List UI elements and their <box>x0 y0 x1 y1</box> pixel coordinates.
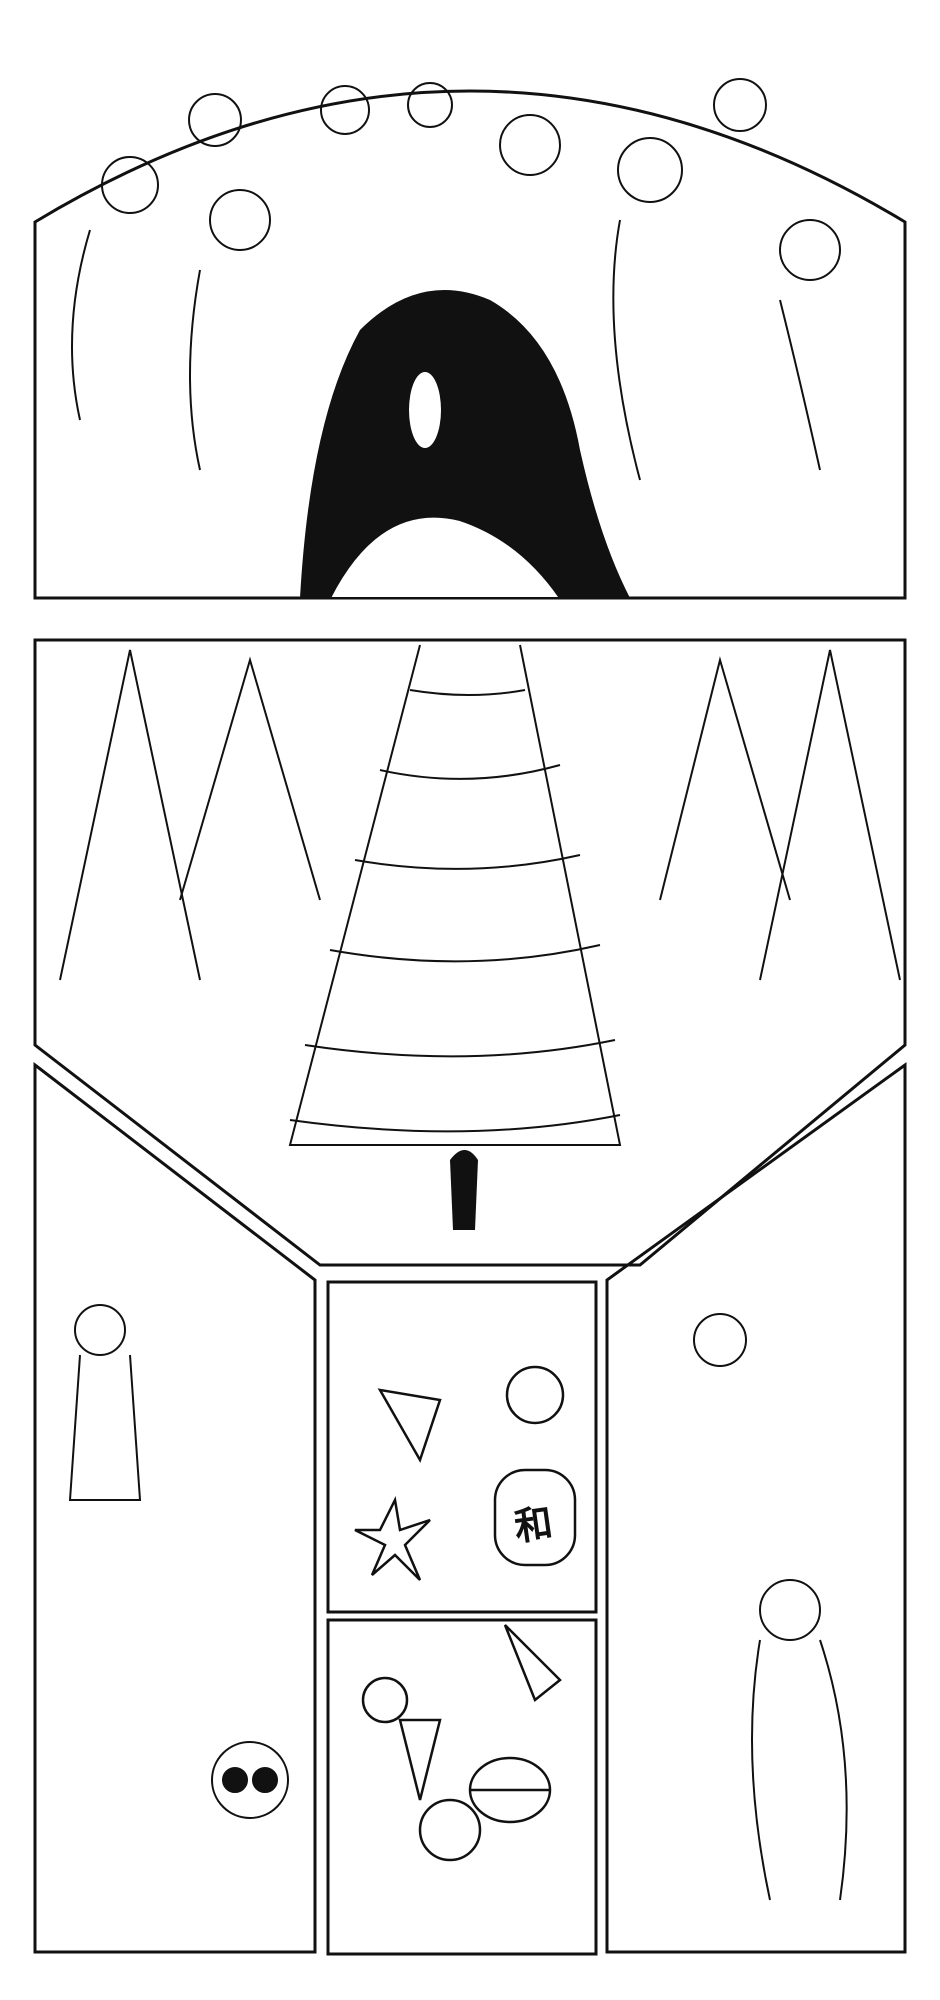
girl-hair-silhouette <box>300 290 630 598</box>
panel-1-border <box>33 89 907 600</box>
panel-3-border <box>33 1061 317 1954</box>
girl-small <box>450 1150 478 1230</box>
walkers-illustration <box>68 1304 848 1901</box>
panel-4-border <box>326 1280 598 1614</box>
panel-5-border <box>326 1618 598 1956</box>
panel-6-border <box>605 1062 907 1954</box>
ornaments-illustration-top <box>354 1365 577 1581</box>
panel-2-border <box>33 638 907 1267</box>
ornaments-illustration-bottom <box>361 1624 562 1862</box>
ornament-kanji-label: 和 <box>511 1500 556 1550</box>
crowd-illustration <box>71 78 841 481</box>
giant-tree-illustration <box>59 644 901 1146</box>
